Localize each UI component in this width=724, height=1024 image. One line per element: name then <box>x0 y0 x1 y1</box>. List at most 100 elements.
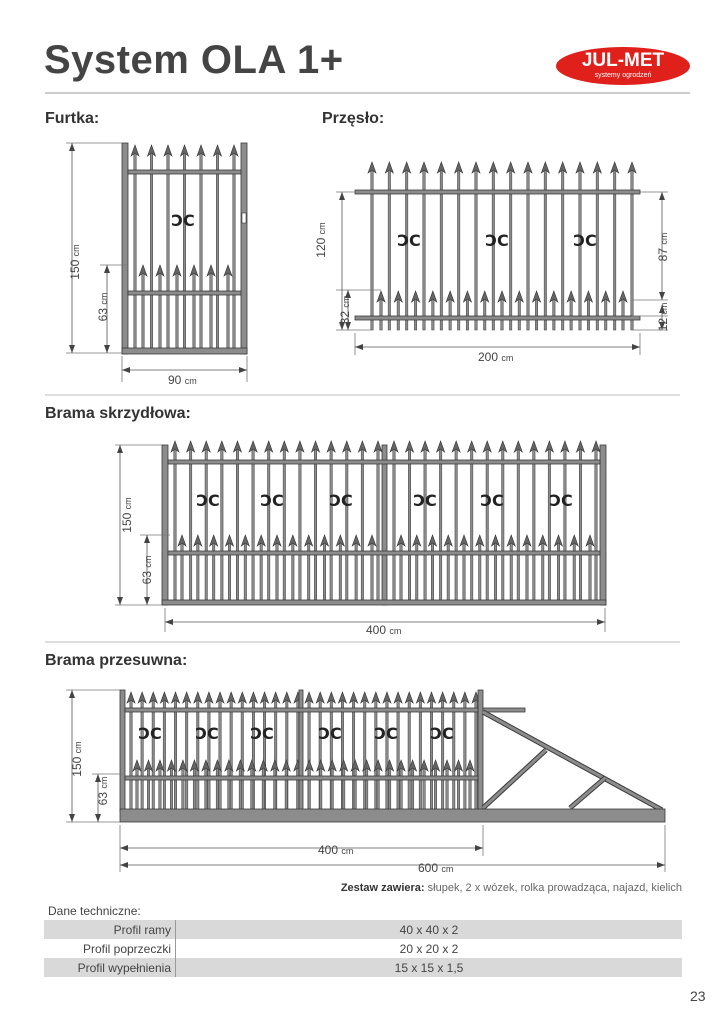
frame-profile <box>121 142 129 355</box>
spear-tip-icon <box>420 440 430 453</box>
spear-tip-icon <box>437 691 448 704</box>
infill-bar <box>422 767 426 811</box>
infill-bar <box>204 767 208 811</box>
arrow-icon <box>117 597 123 605</box>
infill-bar <box>431 298 435 331</box>
spear-tip-icon <box>618 290 628 303</box>
infill-bar <box>261 767 265 811</box>
spear-tip-icon <box>426 691 437 704</box>
spear-tip-icon <box>295 440 305 453</box>
spear-tip-icon <box>193 691 203 704</box>
infill-bar <box>250 767 254 811</box>
spear-tip-icon <box>506 161 516 174</box>
dim-przeslo-upper: 87 cm <box>656 232 670 262</box>
spear-tip-icon <box>498 440 508 453</box>
spear-tip-icon <box>558 161 568 174</box>
spear-tip-icon <box>189 759 200 772</box>
infill-bar <box>430 699 433 811</box>
infill-bar <box>353 767 357 811</box>
arrow-icon <box>659 192 665 200</box>
spear-tip-icon <box>445 290 455 303</box>
spear-tip-icon <box>126 691 136 704</box>
spear-tip-icon <box>204 691 214 704</box>
arrow-icon <box>475 845 483 851</box>
spear-tip-icon <box>419 161 429 174</box>
spear-tip-icon <box>304 759 314 772</box>
infill-bar <box>220 448 224 601</box>
spear-tip-icon <box>443 534 453 547</box>
spear-tip-icon <box>459 534 469 547</box>
spear-tip-icon <box>258 759 268 772</box>
spear-tip-icon <box>279 440 289 453</box>
spear-tip-icon <box>460 691 470 704</box>
spear-tip-icon <box>226 691 236 704</box>
spear-tip-icon <box>178 759 188 772</box>
dim-przeslo-lower: 32 cm <box>338 295 352 325</box>
section-brama-przesuwna-title: Brama przesuwna: <box>45 652 188 669</box>
spear-tip-icon <box>360 691 370 704</box>
infill-bar <box>485 448 489 601</box>
infill-bar <box>192 767 196 811</box>
spear-tip-icon <box>436 161 446 174</box>
infill-bar <box>273 767 277 811</box>
arrow-icon <box>657 862 665 868</box>
frame-profile <box>599 444 607 606</box>
infill-bar <box>173 448 177 601</box>
infill-bar <box>330 767 334 811</box>
spear-tip-icon <box>404 440 415 453</box>
spear-tip-icon <box>357 440 368 453</box>
frame-profile <box>119 689 126 813</box>
spear-tip-icon <box>319 534 330 547</box>
infill-bar <box>439 448 443 601</box>
spear-tip-icon <box>591 440 601 453</box>
spear-tip-icon <box>206 264 216 277</box>
spear-tip-icon <box>235 759 245 772</box>
spear-tip-icon <box>281 759 291 772</box>
scroll-ornament-icon: ƆC <box>549 491 572 510</box>
infill-bar <box>236 448 239 601</box>
spear-tip-icon <box>179 144 190 157</box>
infill-bar <box>192 272 196 349</box>
spear-tip-icon <box>282 691 292 704</box>
spear-tip-icon <box>575 440 586 453</box>
arrow-icon <box>95 814 101 822</box>
spear-tip-icon <box>209 534 219 547</box>
spear-tip-icon <box>351 534 361 547</box>
page-title: System OLA 1+ <box>44 38 344 82</box>
spear-tip-icon <box>138 264 148 277</box>
infill-bar <box>535 298 539 331</box>
arrow-icon <box>144 597 150 605</box>
spear-tip-icon <box>435 440 446 453</box>
infill-bar <box>483 298 487 331</box>
dim-przeslo-height: 120 cm <box>314 222 328 258</box>
infill-bar <box>563 448 567 601</box>
spear-tip-icon <box>146 144 157 157</box>
infill-bar <box>463 699 467 811</box>
tail-diagonal <box>482 710 663 812</box>
frame-profile <box>161 444 169 606</box>
infill-bar <box>474 699 478 811</box>
scroll-ornament-icon: ƆC <box>329 491 352 510</box>
spear-tip-icon <box>304 534 314 547</box>
arrow-icon <box>659 322 665 330</box>
spear-tip-icon <box>549 290 559 303</box>
infill-bar <box>166 152 170 349</box>
infill-bar <box>376 767 380 811</box>
arrow-icon <box>144 535 150 543</box>
infill-bar <box>408 448 411 601</box>
arrow-icon <box>120 845 128 851</box>
spear-tip-icon <box>315 691 325 704</box>
infill-bar <box>516 448 520 601</box>
arrow-icon <box>339 192 345 200</box>
dim-przesuwna-total-width: 600 cm <box>418 861 454 875</box>
infill-bar <box>396 699 400 811</box>
spear-tip-icon <box>376 290 386 303</box>
spear-tip-icon <box>449 691 459 704</box>
spear-tip-icon <box>583 290 594 303</box>
infill-bar <box>216 152 219 349</box>
spear-tip-icon <box>442 759 452 772</box>
spear-tip-icon <box>182 691 192 704</box>
spear-tip-icon <box>196 144 206 157</box>
